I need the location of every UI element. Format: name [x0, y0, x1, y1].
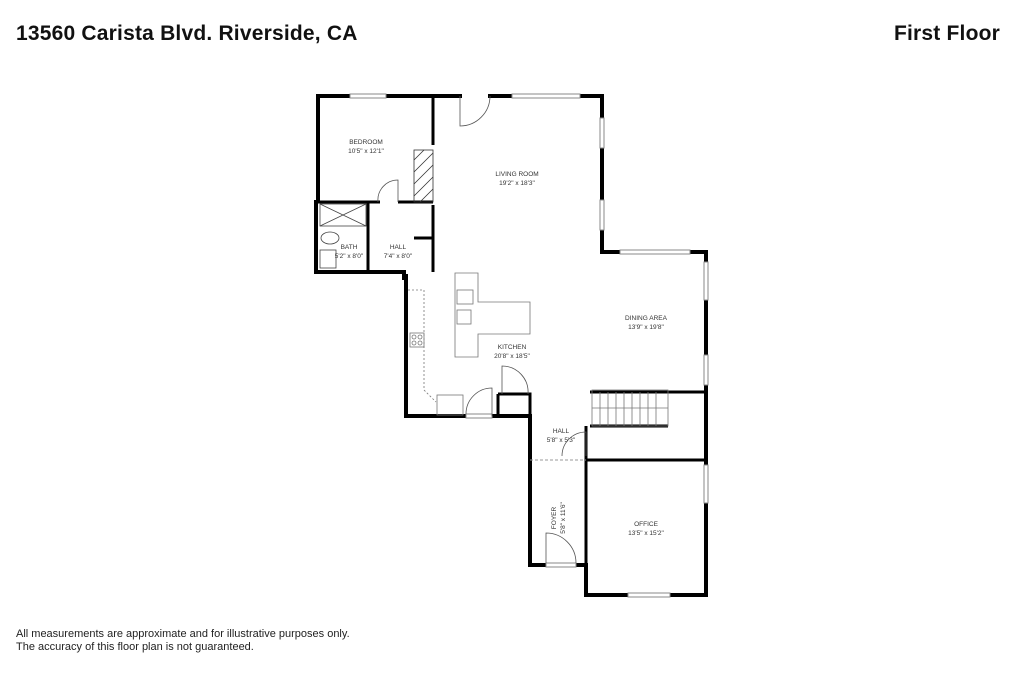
room-name: BATH [341, 244, 358, 251]
floor-label: First Floor [893, 22, 1000, 45]
room-dims: 13'9" x 19'8" [628, 324, 664, 331]
room-dims: 10'5" x 12'1" [348, 148, 384, 155]
room-name: HALL [390, 244, 407, 251]
staircase [591, 389, 669, 427]
room-dims: 7'4" x 8'0" [384, 253, 413, 260]
room-dims: 5'8" x 5'3" [547, 437, 576, 444]
room-name: KITCHEN [498, 344, 527, 351]
kitchen-island [408, 272, 531, 416]
room-name: DINING AREA [625, 315, 668, 322]
disclaimer-line-2: The accuracy of this floor plan is not g… [16, 641, 254, 653]
room-name: BEDROOM [349, 139, 383, 146]
room-dims: 5'8" x 11'6" [560, 502, 567, 534]
room-dims: 5'2" x 8'0" [335, 253, 364, 260]
bath-fixtures [319, 203, 367, 269]
disclaimer-line-1: All measurements are approximate and for… [16, 628, 350, 640]
room-dims: 20'8" x 18'5" [494, 353, 530, 360]
room-name: OFFICE [634, 521, 658, 528]
windows [349, 93, 709, 598]
room-dims: 19'2" x 18'3" [499, 180, 535, 187]
room-name: LIVING ROOM [495, 171, 538, 178]
room-name: HALL [553, 428, 570, 435]
door-swings [377, 95, 587, 564]
disclaimer: All measurements are approximate and for… [16, 628, 350, 654]
property-address: 13560 Carista Blvd. Riverside, CA [16, 22, 358, 45]
room-labels: BEDROOM 10'5" x 12'1" LIVING ROOM 19'2" … [335, 139, 668, 537]
room-dims: 13'5" x 15'2" [628, 530, 664, 537]
room-name: FOYER [551, 507, 558, 530]
fireplace [413, 149, 434, 203]
